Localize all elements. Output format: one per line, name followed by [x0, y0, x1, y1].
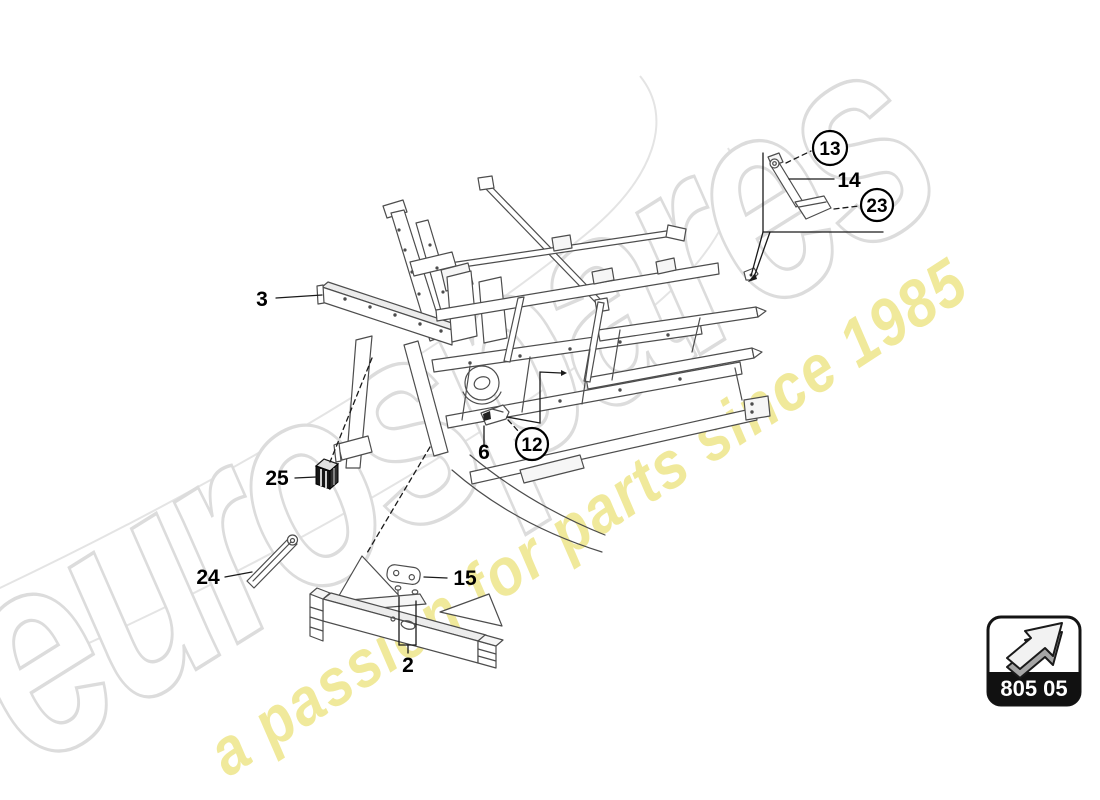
part-clip-25: [314, 458, 340, 491]
arrow-up-right-3d-icon: [1006, 622, 1063, 679]
callout-23[interactable]: 23: [859, 187, 895, 223]
callout-25[interactable]: 25: [265, 467, 289, 490]
part-plate-15: [386, 564, 421, 585]
leader-lines: [224, 150, 884, 654]
part-bracket-6: [480, 404, 510, 426]
callout-24[interactable]: 24: [196, 566, 220, 589]
callouts: 3 25 24 15 2 6 14 13 23 12: [196, 129, 895, 677]
callout-2[interactable]: 2: [402, 654, 414, 677]
part-crossmember-2: [309, 555, 504, 669]
part-strap-14: [767, 152, 832, 220]
part-strap-24: [246, 534, 299, 589]
callout-14[interactable]: 14: [837, 169, 861, 192]
callout-3[interactable]: 3: [256, 288, 268, 311]
callout-13[interactable]: 13: [811, 129, 849, 167]
callout-15[interactable]: 15: [453, 567, 477, 590]
svg-text:23: 23: [866, 196, 887, 217]
chassis-frame-drawing: [316, 175, 771, 553]
svg-text:12: 12: [521, 435, 542, 456]
callout-6[interactable]: 6: [478, 441, 490, 464]
svg-text:13: 13: [819, 139, 840, 160]
section-code-text: 805 05: [1000, 676, 1067, 701]
section-code-badge: 805 05: [986, 615, 1082, 707]
callout-12[interactable]: 12: [514, 426, 550, 462]
